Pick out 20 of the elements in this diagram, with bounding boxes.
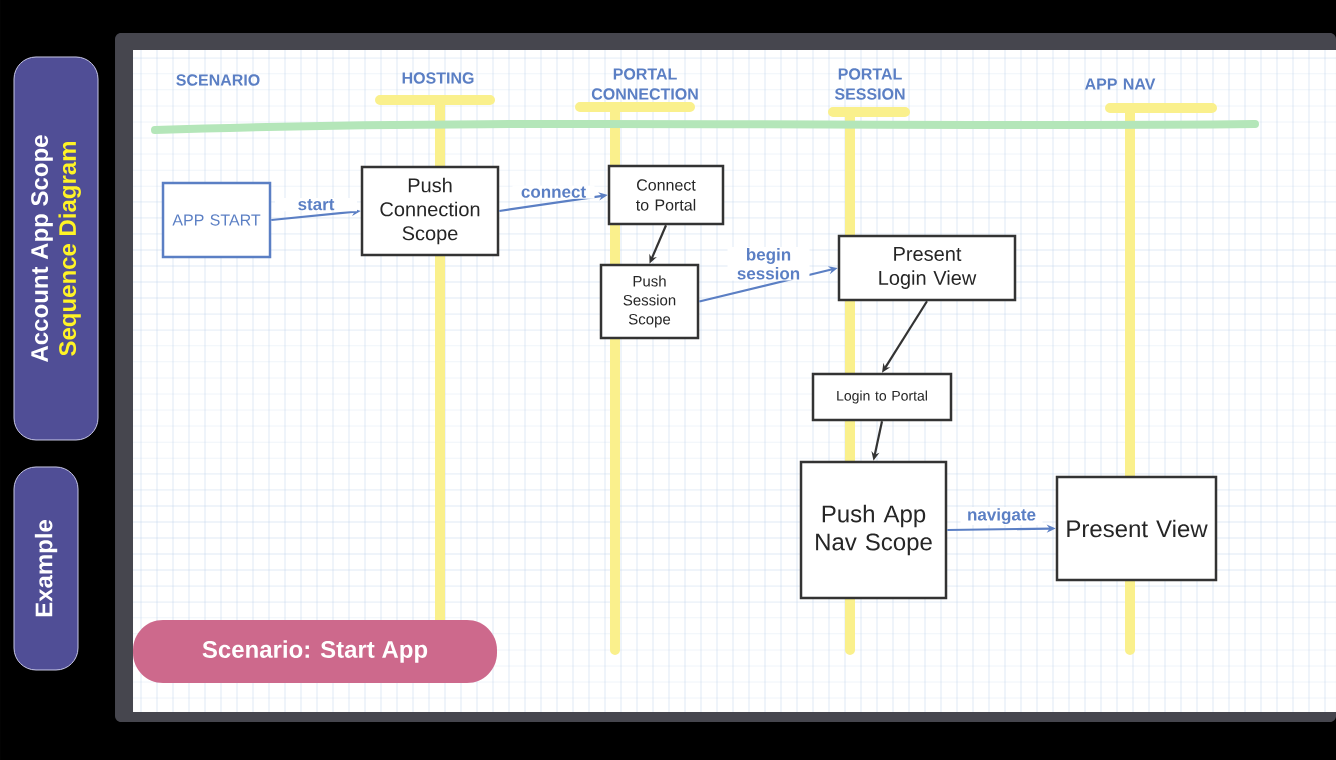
process-box: Connect to Portal [607, 164, 725, 226]
column-heading: HOSTING [402, 72, 474, 84]
side-tab: Account App Scope Sequence Diagram [13, 56, 99, 441]
process-box: Present View [1055, 475, 1218, 582]
column-heading: PORTAL CONNECTION [591, 68, 698, 100]
scenario-badge: Scenario: Start App [133, 620, 497, 683]
column-heading: APP NAV [1085, 78, 1156, 90]
edge-label: start [275, 198, 357, 212]
side-tab: Example [13, 466, 79, 671]
edge-label: connect [512, 185, 595, 199]
process-box: Push Session Scope [599, 263, 700, 340]
process-box: Push Connection Scope [360, 165, 500, 257]
edge-label: navigate [960, 507, 1043, 526]
process-box: Login to Portal [811, 372, 953, 422]
edge-label: begin session [727, 247, 810, 281]
column-heading: PORTAL SESSION [834, 68, 905, 100]
process-box: Push App Nav Scope [799, 460, 948, 600]
process-box: APP START [161, 181, 272, 259]
process-box: Present Login View [837, 234, 1017, 302]
column-heading: SCENARIO [176, 74, 260, 86]
